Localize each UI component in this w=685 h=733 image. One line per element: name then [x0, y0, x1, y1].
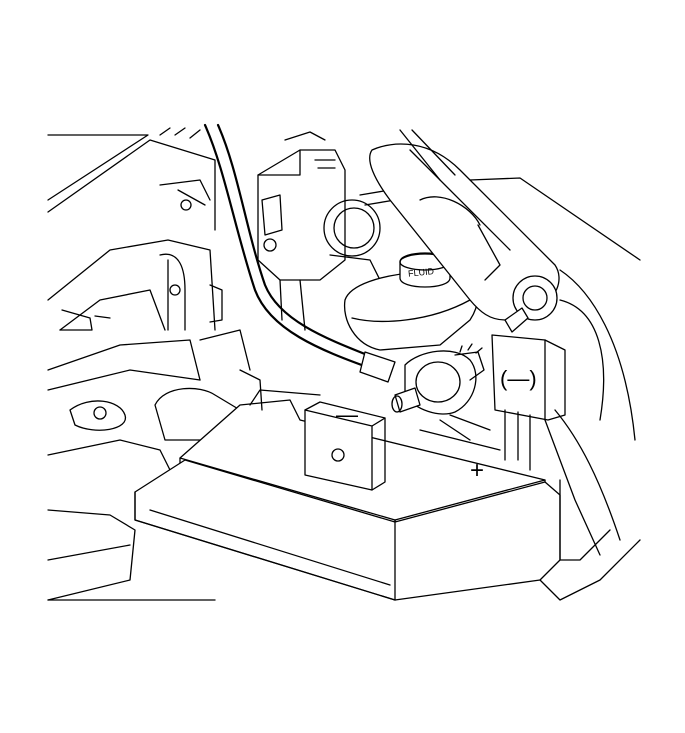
- terminal-connector: [391, 343, 485, 415]
- throttle-body: [257, 131, 386, 331]
- fluid-cap-label: FLUID: [408, 266, 435, 279]
- battery-positive-label: +: [470, 457, 484, 484]
- battery-negative-label: —: [336, 402, 358, 427]
- lower-engine-bay: [47, 177, 641, 601]
- negative-terminal-tag: (—): [491, 334, 566, 471]
- left-engine-housing: [47, 127, 241, 601]
- terminal-tag-label: (—): [500, 366, 537, 391]
- battery: — +: [134, 389, 561, 601]
- negative-cable: [369, 129, 560, 333]
- positive-cable-harness: [203, 123, 396, 383]
